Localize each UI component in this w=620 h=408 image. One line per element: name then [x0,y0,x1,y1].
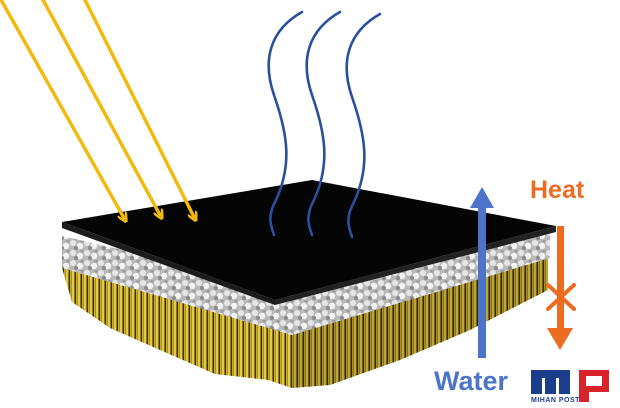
water-arrow-icon [470,187,494,358]
sun-ray-2 [41,0,160,215]
vapor-line-2 [305,10,342,237]
heat-label: Heat [530,176,585,204]
logo-caption: MIHAN POST [531,397,580,404]
heat-arrow-icon [546,226,576,350]
vapor-icon [267,10,382,239]
absorber-edge [62,222,275,305]
heat-block-cross-icon [546,283,576,311]
vapor-line-1 [267,10,304,237]
water-label: Water [434,366,509,396]
absorber-layer [62,180,556,300]
sun-rays-icon [0,0,194,218]
sun-ray-1 [0,0,124,218]
sun-ray-3 [83,0,194,217]
mihan-post-logo [531,370,609,402]
vapor-line-3 [345,12,382,239]
